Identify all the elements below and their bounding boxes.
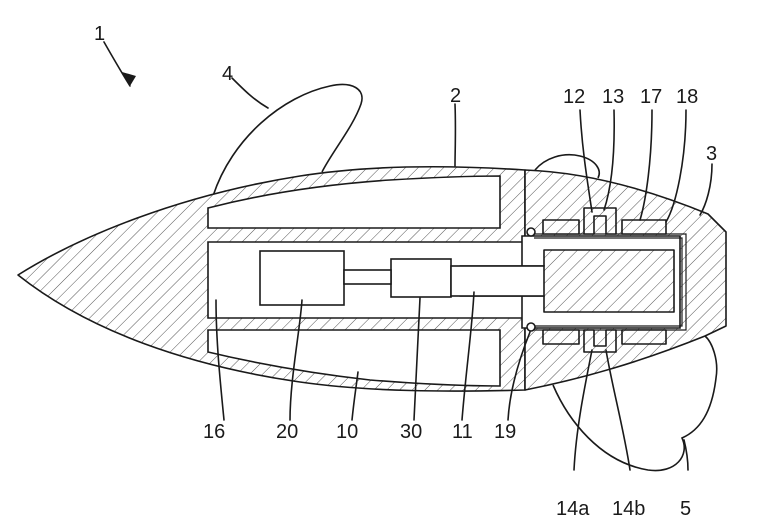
lower-chamber [208,330,500,386]
label-17: 17 [640,86,662,108]
label-1: 1 [94,23,105,45]
bearing-lower-b [622,330,666,344]
output-shaft [451,266,544,296]
label-20: 20 [276,421,298,443]
label-14a: 14a [556,498,590,520]
label-14b: 14b [612,498,645,520]
bearing-upper-b [622,220,666,234]
label-3: 3 [706,143,717,165]
gearbox-box [391,259,451,297]
label-12: 12 [563,86,585,108]
device-arrow [104,42,136,86]
motor-shaft [344,270,391,284]
label-18: 18 [676,86,698,108]
label-19: 19 [494,421,516,443]
motor-box [260,251,344,305]
bearing-lower-a [543,330,579,344]
label-30: 30 [400,421,422,443]
o-ring-lower [527,323,535,331]
label-5: 5 [680,498,691,520]
label-2: 2 [450,85,461,107]
label-13: 13 [602,86,624,108]
label-10: 10 [336,421,358,443]
bearing-upper-a [543,220,579,234]
label-16: 16 [203,421,225,443]
o-ring-upper [527,228,535,236]
label-4: 4 [222,63,233,85]
label-11: 11 [452,421,473,443]
